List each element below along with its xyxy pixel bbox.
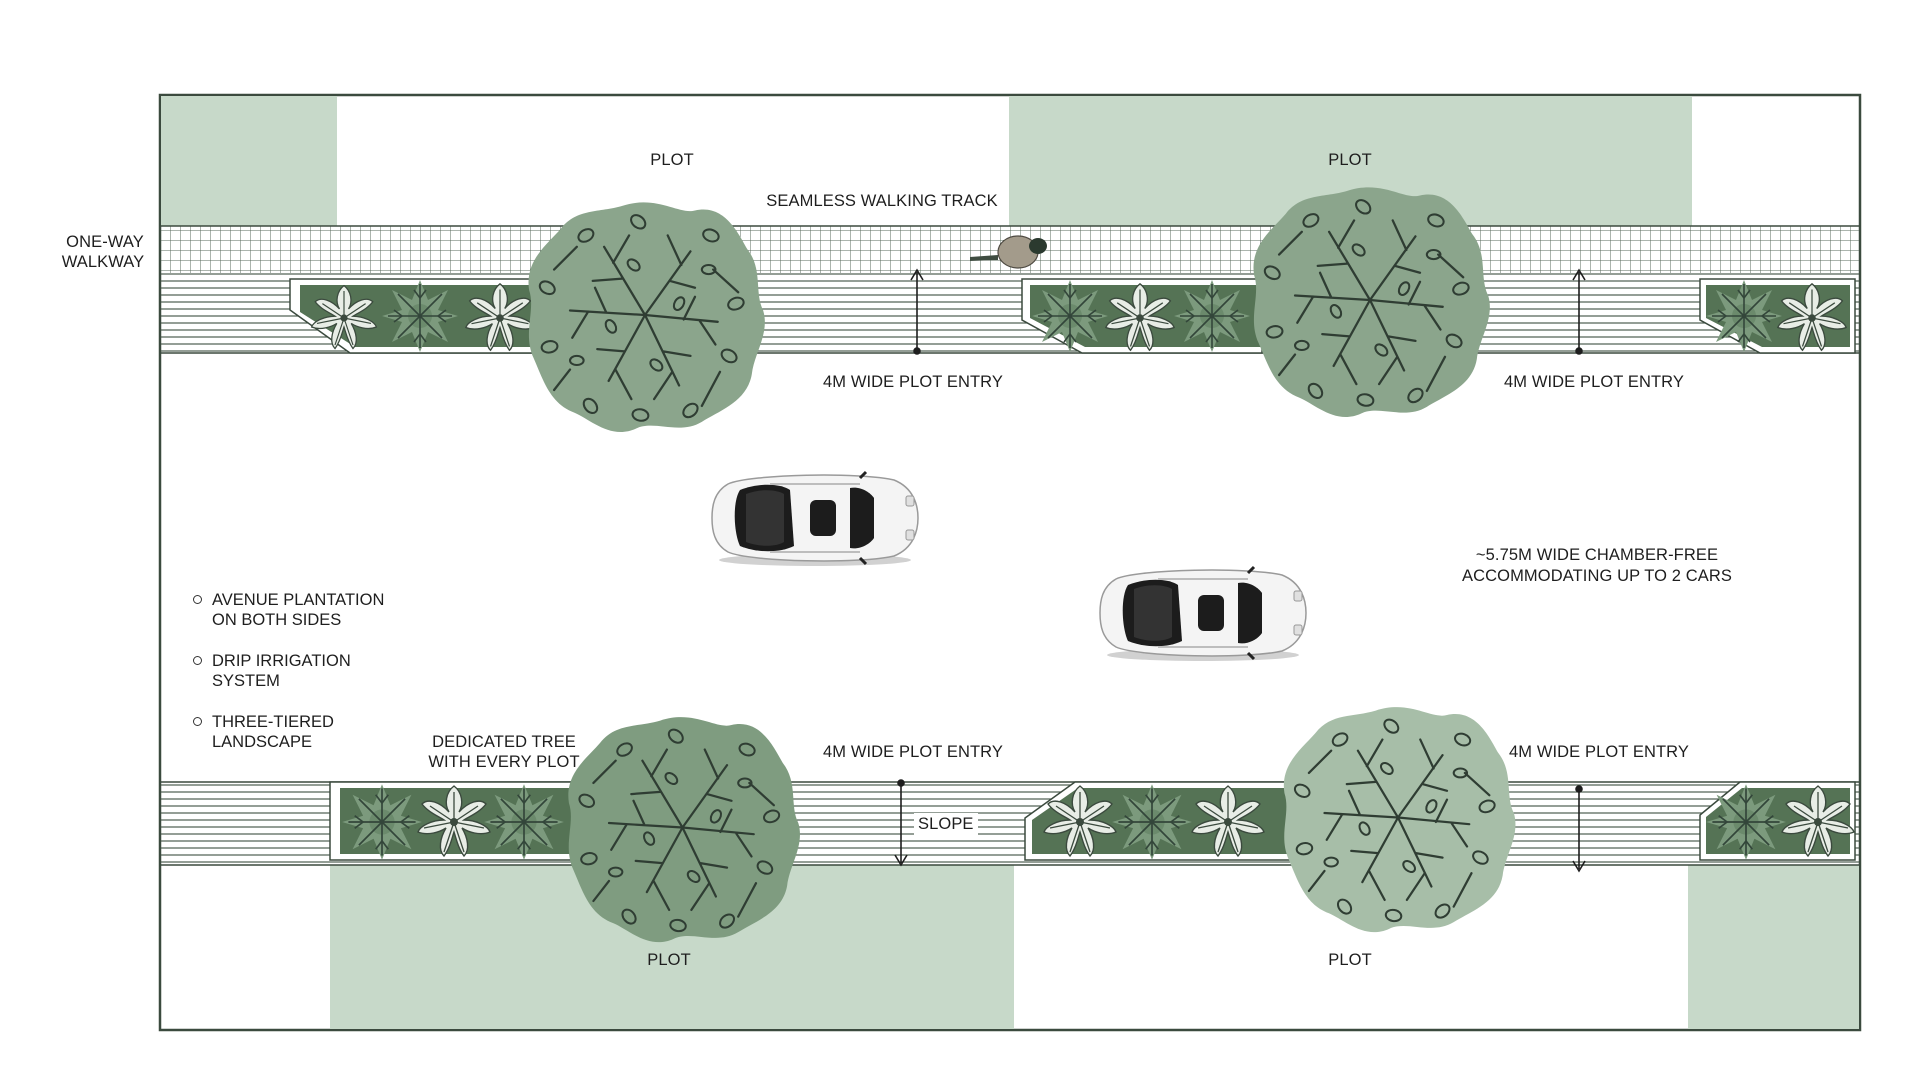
pedestrian-icon [970,235,1047,269]
plot-label: PLOT [650,151,694,169]
plot-label: PLOT [1328,151,1372,169]
tree-icon [1252,186,1492,419]
legend-item-line1: AVENUE PLANTATION [212,591,385,609]
legend-item: THREE-TIERED LANDSCAPE [190,712,450,752]
plot-areas [161,96,1859,1029]
legend-item-line2: ON BOTH SIDES [212,611,342,629]
dimension-arrow-icon [894,779,908,867]
car-icon [1098,565,1308,661]
legend-item-line2: LANDSCAPE [212,733,312,751]
legend-item: AVENUE PLANTATION ON BOTH SIDES [190,590,450,630]
legend-item-line1: THREE-TIERED [212,713,334,731]
planters-top [289,278,1856,354]
walking-track-label: SEAMLESS WALKING TRACK [766,192,998,210]
bullet-icon [193,656,202,665]
car-icon [710,470,920,566]
bullet-icon [193,717,202,726]
bullet-icon [193,595,202,604]
legend-item: DRIP IRRIGATION SYSTEM [190,651,450,691]
plot-entry-label: 4M WIDE PLOT ENTRY [823,743,1003,761]
legend-item-line1: DRIP IRRIGATION [212,652,351,670]
legend-item-line2: SYSTEM [212,672,280,690]
road-width-label-line1: ~5.75M WIDE CHAMBER-FREE [1475,546,1719,564]
tree-icon [567,716,802,944]
tree-icon [527,201,767,434]
tree-note-line1: DEDICATED TREE [432,733,576,751]
legend: AVENUE PLANTATION ON BOTH SIDES DRIP IRR… [190,590,450,773]
plot-entry-label: 4M WIDE PLOT ENTRY [1509,743,1689,761]
plot-label: PLOT [647,951,691,969]
planters-bottom [329,781,1856,861]
tree-icon [1282,705,1517,934]
dimension-arrow-icon [1572,785,1586,873]
plot-entry-label: 4M WIDE PLOT ENTRY [1504,373,1684,391]
road-width-label-line2: ACCOMMODATING UP TO 2 CARS [1462,567,1732,585]
tree-note-line2: WITH EVERY PLOT [428,753,580,771]
slope-label: SLOPE [914,813,978,835]
plot-entry-label: 4M WIDE PLOT ENTRY [823,373,1003,391]
plot-label: PLOT [1328,951,1372,969]
walkway-label-line1: ONE-WAY [66,233,144,251]
dimension-arrow-icon [1572,268,1586,355]
walkway-label-line2: WALKWAY [61,253,145,271]
dimension-arrow-icon [910,268,924,355]
